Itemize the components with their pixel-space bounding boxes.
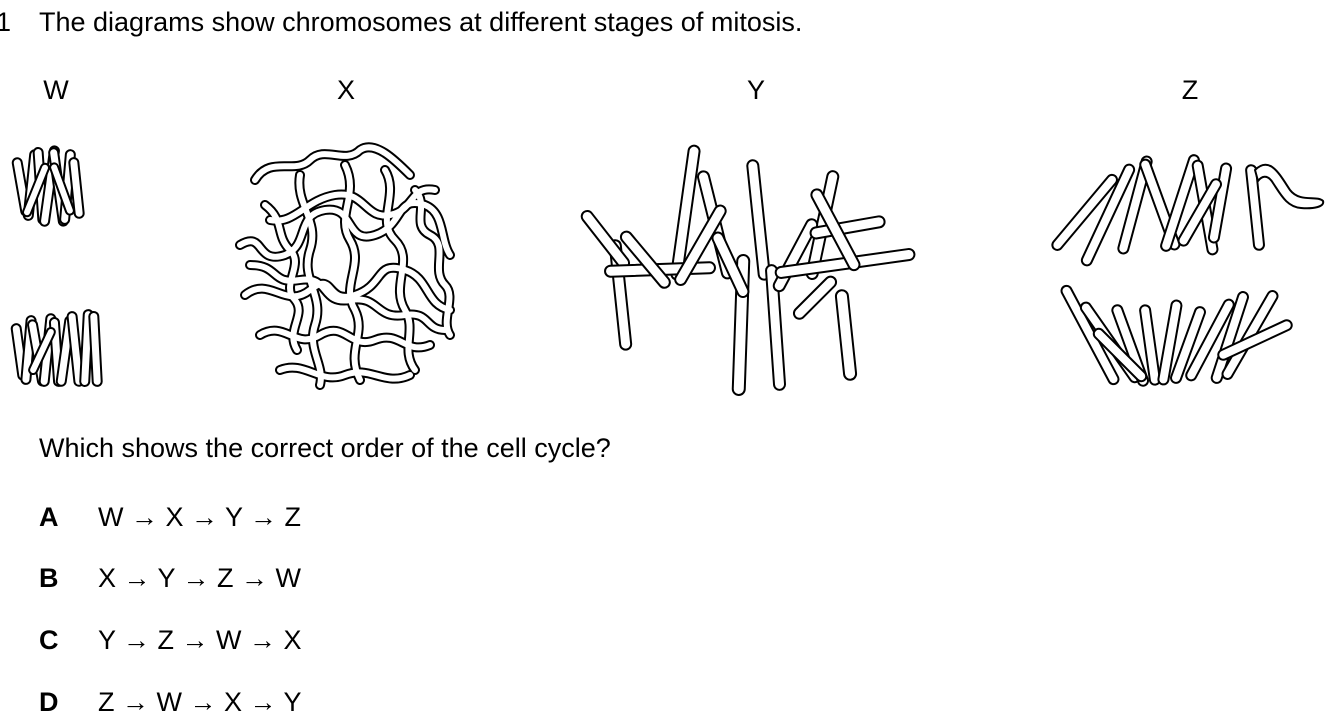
z-lower-group <box>1060 284 1293 387</box>
question-stem: The diagrams show chromosomes at differe… <box>39 7 803 37</box>
question-prompt: Which shows the correct order of the cel… <box>39 433 611 463</box>
question-number: 1 <box>0 7 12 37</box>
diagram-label-y: Y <box>746 75 766 105</box>
option-letter: D <box>39 687 59 717</box>
option-text: X → Y → Z → W <box>98 563 302 593</box>
option-text: Z → W → X → Y <box>98 687 302 717</box>
diagram-z-chromosomes <box>1051 154 1325 387</box>
diagram-label-x: X <box>336 75 356 105</box>
diagram-x-chromosomes <box>235 142 455 390</box>
w-lower-group <box>10 309 103 387</box>
diagram-label-z: Z <box>1181 75 1199 105</box>
option-letter: A <box>39 502 59 532</box>
option-letter: C <box>39 625 59 655</box>
w-upper-group <box>11 145 85 227</box>
diagram-y-chromosomes <box>580 144 916 396</box>
option-text: W → X → Y → Z <box>98 502 302 532</box>
z-upper-group <box>1051 154 1325 267</box>
option-letter: B <box>39 563 59 593</box>
diagram-label-w: W <box>43 75 69 105</box>
option-text: Y → Z → W → X <box>98 625 302 655</box>
diagram-w-chromosomes <box>10 145 103 387</box>
